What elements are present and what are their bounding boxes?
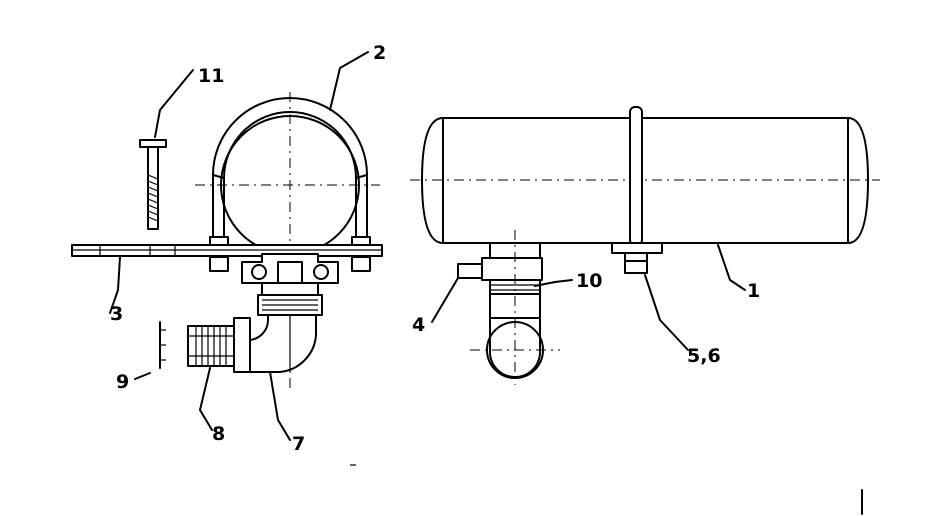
callout-3: 3 [110, 303, 123, 325]
u-bolt-band [629, 106, 643, 246]
end-view [71, 92, 383, 390]
elbow-flange [233, 317, 251, 373]
callout-8: 8 [212, 423, 225, 445]
callout-1: 1 [747, 280, 760, 302]
callout-10: 10 [576, 270, 602, 292]
bolt [139, 139, 167, 230]
washer [624, 252, 648, 262]
hose-adapter [187, 325, 235, 367]
coupling [261, 282, 319, 296]
leader-lines [109, 51, 746, 441]
callout-9: 9 [116, 371, 129, 393]
callout-5-6: 5,6 [687, 345, 721, 367]
side-view [410, 106, 880, 385]
callout-11: 11 [198, 65, 224, 87]
mounting-bracket [71, 244, 383, 257]
callout-7: 7 [292, 433, 305, 455]
nut [624, 260, 648, 274]
mounting-plate [611, 242, 663, 254]
u-bolt-nuts [209, 236, 371, 272]
elbow [247, 314, 317, 373]
callout-4: 4 [412, 314, 425, 336]
callout-2: 2 [373, 42, 386, 64]
hose-clamp [159, 321, 166, 369]
